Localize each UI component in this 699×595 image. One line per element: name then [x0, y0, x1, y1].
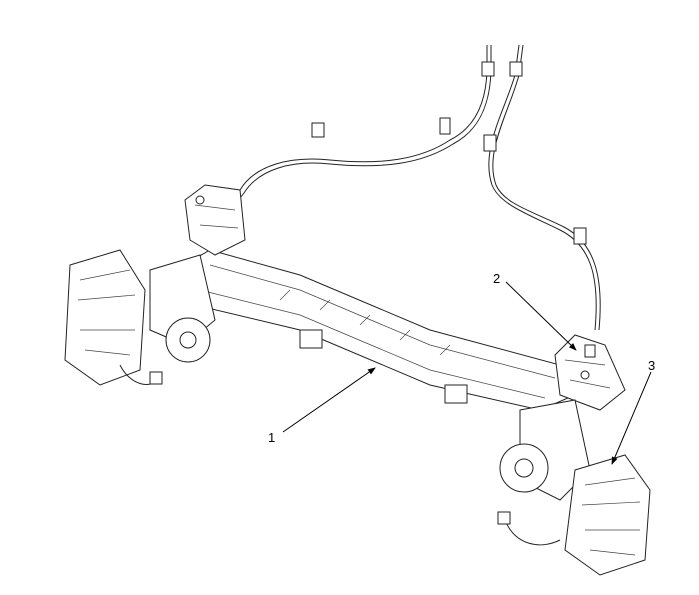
callout-1: 1 [268, 367, 376, 445]
right-mounting-bracket [554, 334, 626, 411]
parking-brake-cable-left [224, 45, 495, 213]
left-mounting-bracket [184, 184, 246, 256]
right-hub-and-brake [497, 399, 651, 576]
parking-brake-cable-right [483, 44, 601, 331]
callout-3-label: 3 [648, 358, 655, 373]
callout-2-label: 2 [493, 271, 500, 286]
callout-2: 2 [493, 271, 577, 351]
callout-1-label: 1 [268, 430, 275, 445]
left-hub-and-brake [64, 249, 216, 386]
callout-3: 3 [611, 358, 655, 465]
torsion-beam [174, 249, 576, 411]
